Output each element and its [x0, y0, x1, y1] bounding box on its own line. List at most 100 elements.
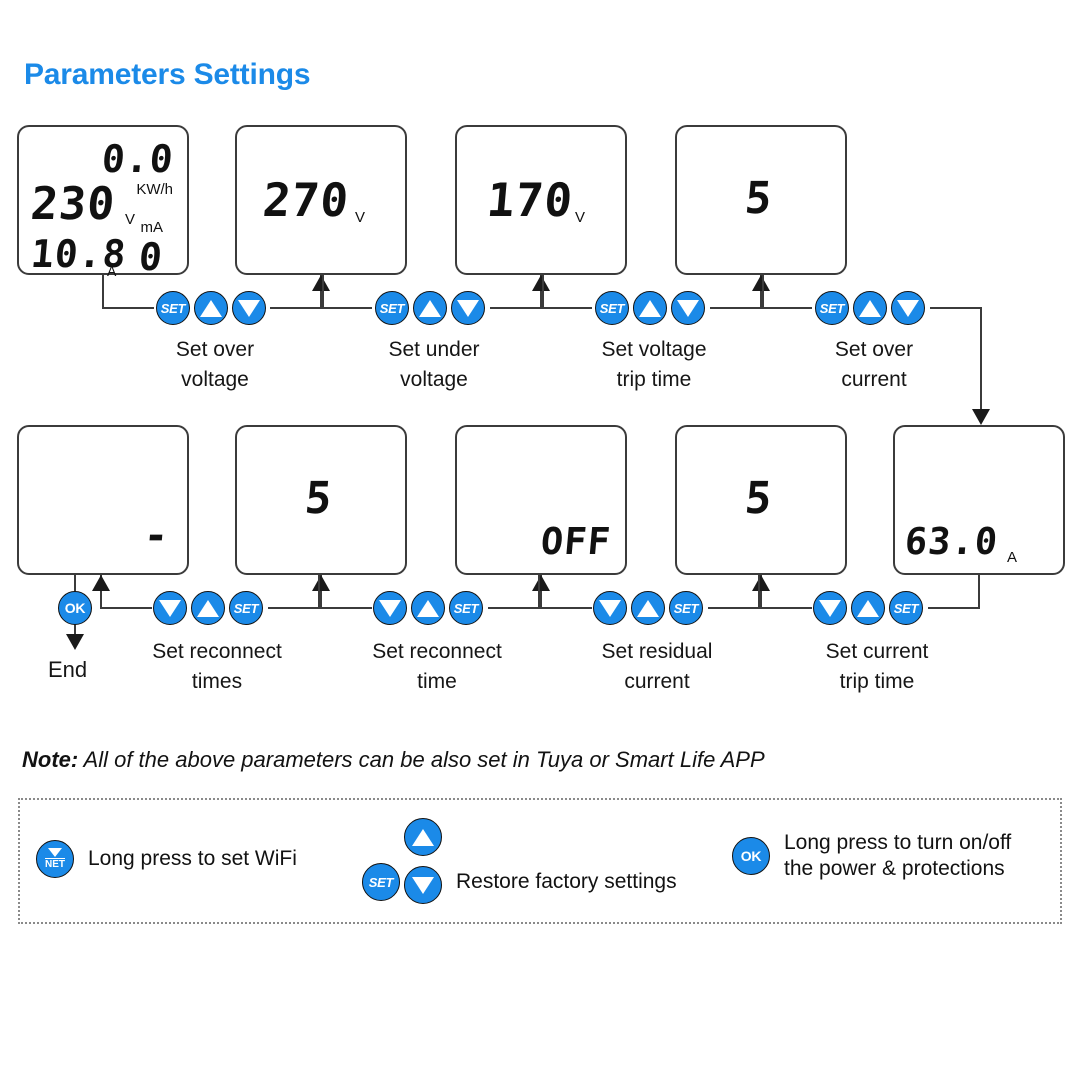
ok-button[interactable]: OK	[732, 837, 770, 876]
lcd-current-trip-time: 5	[675, 425, 847, 575]
step-caption-line2: current	[841, 367, 907, 391]
note-body: All of the above parameters can be also …	[83, 747, 765, 772]
triangle-up-icon	[417, 599, 439, 617]
down-button[interactable]	[451, 291, 485, 325]
connector-line	[320, 275, 322, 309]
triangle-up-icon	[200, 299, 222, 317]
connector-line	[930, 307, 982, 309]
up-button[interactable]	[853, 291, 887, 325]
down-button[interactable]	[593, 591, 627, 625]
legend-box: NET Long press to set WiFi SET Restore f…	[18, 798, 1062, 924]
connector-line	[102, 307, 154, 309]
set-button-label: SET	[368, 874, 394, 890]
legend-item-wifi: NET Long press to set WiFi	[36, 840, 297, 878]
lcd-residual-current: OFF	[455, 425, 627, 575]
lcd-current-trip-time-value: 5	[742, 473, 775, 524]
net-button[interactable]: NET	[36, 840, 74, 878]
connector-line	[980, 307, 982, 417]
legend-label-power: Long press to turn on/off the power & pr…	[784, 830, 1011, 883]
ok-button-label: OK	[740, 848, 762, 865]
lcd-under-voltage: 170 V	[455, 125, 627, 275]
connector-line	[100, 575, 102, 609]
triangle-down-icon	[48, 848, 62, 857]
lcd-under-voltage-unit: V	[575, 209, 586, 226]
connector-line	[74, 575, 76, 593]
down-button[interactable]	[891, 291, 925, 325]
connector-line	[538, 575, 540, 609]
lcd-leakage-unit: mA	[140, 219, 164, 236]
lcd-over-voltage: 270 V	[235, 125, 407, 275]
lcd-residual-current-value: OFF	[539, 520, 613, 563]
lcd-under-voltage-value: 170	[484, 173, 576, 227]
set-button[interactable]: SET	[669, 591, 703, 625]
arrow-up-icon	[312, 275, 330, 291]
legend-label-power-line2: the power & protections	[784, 857, 1005, 881]
connector-line	[540, 275, 542, 309]
triangle-up-icon	[857, 599, 879, 617]
step-caption-line1: Set over	[834, 338, 914, 361]
set-button[interactable]: SET	[229, 591, 263, 625]
up-button[interactable]	[633, 291, 667, 325]
up-button[interactable]	[413, 291, 447, 325]
up-button[interactable]	[631, 591, 665, 625]
triangle-down-icon	[379, 599, 401, 617]
connector-line	[318, 575, 320, 609]
connector-line	[540, 575, 542, 609]
step-caption-line2: current	[624, 669, 690, 693]
lcd-reconnect-time: 5	[235, 425, 407, 575]
legend-item-power: OK Long press to turn on/off the power &…	[732, 830, 1011, 883]
step-caption-line2: trip time	[616, 367, 692, 391]
down-button[interactable]	[153, 591, 187, 625]
arrow-up-icon	[92, 575, 110, 591]
step-caption: Set voltage trip time	[564, 335, 744, 395]
step-caption: Set over voltage	[125, 335, 305, 395]
up-button[interactable]	[851, 591, 885, 625]
lcd-energy-unit: KW/h	[136, 181, 173, 198]
note-prefix: Note:	[22, 747, 79, 772]
triangle-down-icon	[159, 599, 181, 617]
set-button[interactable]: SET	[362, 863, 400, 901]
up-button[interactable]	[191, 591, 225, 625]
set-button[interactable]: SET	[156, 291, 190, 325]
arrow-down-icon	[66, 634, 84, 650]
set-button[interactable]: SET	[375, 291, 409, 325]
down-button[interactable]	[404, 866, 442, 904]
arrow-down-icon	[972, 409, 990, 425]
step-caption: Set current trip time	[772, 637, 982, 697]
legend-label-power-line1: Long press to turn on/off	[784, 831, 1012, 854]
lcd-over-current-value: 63.0	[903, 520, 1000, 563]
set-button-label: SET	[233, 600, 259, 616]
connector-line	[74, 624, 76, 640]
lcd-reconnect-times: -	[17, 425, 189, 575]
down-button[interactable]	[813, 591, 847, 625]
up-button[interactable]	[411, 591, 445, 625]
down-button[interactable]	[232, 291, 266, 325]
step-caption: Set reconnect times	[112, 637, 322, 697]
lcd-energy-value: 0.0	[100, 137, 176, 181]
connector-line	[100, 607, 152, 609]
ok-button[interactable]: OK	[58, 591, 92, 625]
down-button[interactable]	[373, 591, 407, 625]
set-button-label: SET	[893, 600, 919, 616]
connector-line	[542, 307, 592, 309]
step-caption-line2: voltage	[400, 367, 468, 391]
set-button[interactable]: SET	[889, 591, 923, 625]
net-button-label: NET	[45, 858, 65, 870]
arrow-up-icon	[532, 575, 550, 591]
set-button[interactable]: SET	[815, 291, 849, 325]
connector-line	[102, 275, 104, 309]
set-button[interactable]: SET	[595, 291, 629, 325]
step-caption-line1: Set under	[388, 338, 480, 361]
set-button-label: SET	[453, 600, 479, 616]
lcd-reconnect-time-value: 5	[302, 473, 335, 524]
triangle-up-icon	[637, 599, 659, 617]
connector-line	[270, 307, 322, 309]
set-button[interactable]: SET	[449, 591, 483, 625]
up-button[interactable]	[404, 818, 442, 856]
lcd-reconnect-times-value: -	[141, 513, 172, 559]
up-button[interactable]	[194, 291, 228, 325]
arrow-up-icon	[752, 275, 770, 291]
down-button[interactable]	[671, 291, 705, 325]
triangle-up-icon	[639, 299, 661, 317]
connector-line	[542, 275, 544, 309]
